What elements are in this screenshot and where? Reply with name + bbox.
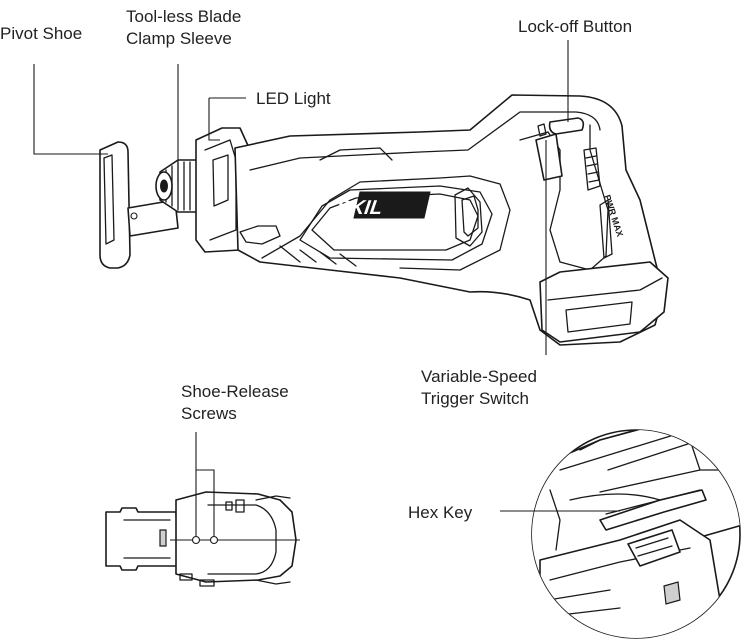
saw-main-view: SKIL PWR MAX xyxy=(99,94,669,346)
label-pivot-shoe: Pivot Shoe xyxy=(0,24,83,43)
leader-lines xyxy=(33,40,569,355)
brand-logo-plate xyxy=(353,191,431,219)
handle xyxy=(519,117,609,271)
label-hex-key: Hex Key xyxy=(408,503,473,522)
pivot-shoe xyxy=(99,141,179,269)
label-shoe-release-line2: Screws xyxy=(181,404,237,423)
brand-logo: SKIL xyxy=(335,197,384,219)
label-trigger-line2: Trigger Switch xyxy=(421,389,530,408)
saw-top-view xyxy=(105,491,300,587)
shoe-release-leaders xyxy=(195,432,215,536)
label-blade-clamp-line1: Tool-less Blade xyxy=(126,7,242,26)
hex-key-detail xyxy=(531,429,741,639)
battery-pack xyxy=(539,199,669,343)
label-shoe-release-line1: Shoe-Release xyxy=(181,382,289,401)
label-blade-clamp-line2: Clamp Sleeve xyxy=(126,29,232,48)
label-lock-off-button: Lock-off Button xyxy=(518,17,633,36)
label-led-light: LED Light xyxy=(256,89,331,108)
blade-clamp-sleeve xyxy=(155,159,203,213)
label-trigger-line1: Variable-Speed xyxy=(421,367,537,386)
